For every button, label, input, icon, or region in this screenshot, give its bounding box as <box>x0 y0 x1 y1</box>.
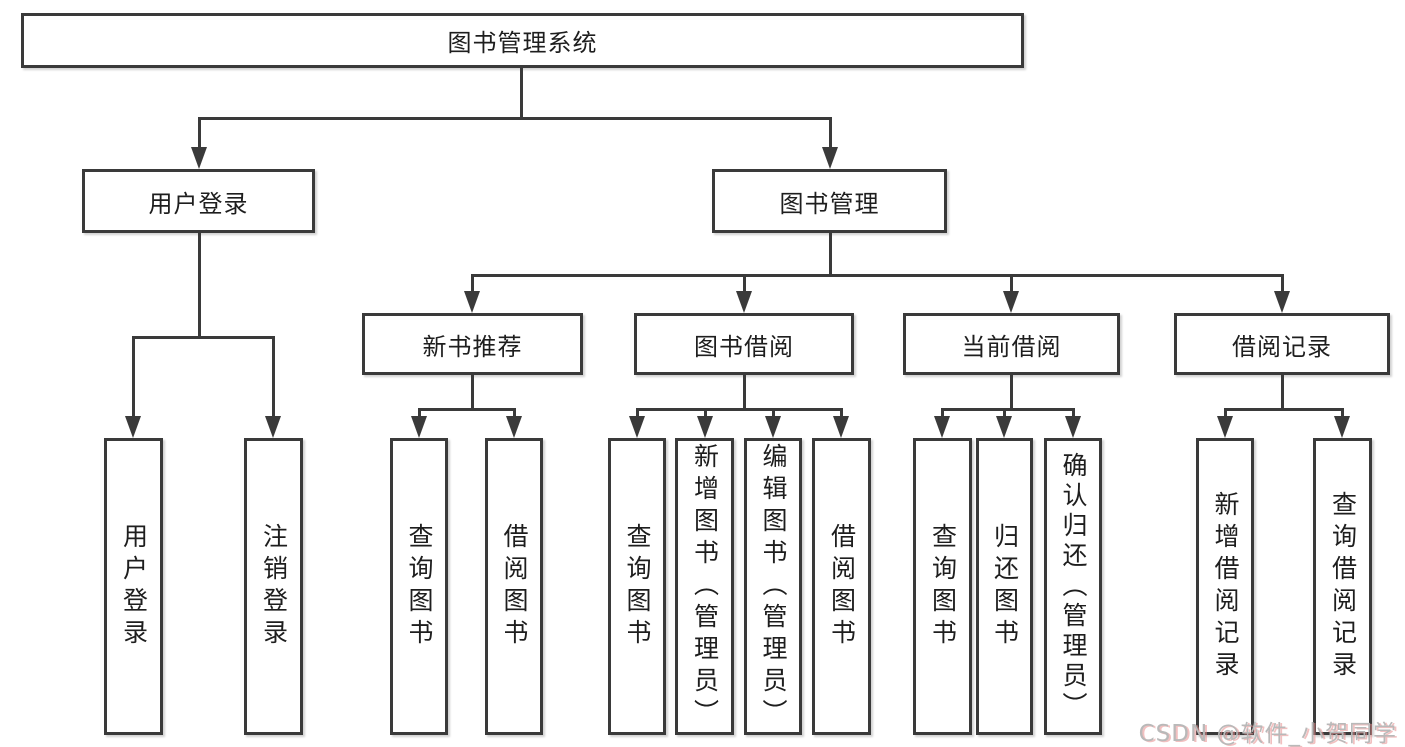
connector-user-login-branch <box>132 336 275 339</box>
connector-arrow-query2-shaft <box>636 408 639 418</box>
leaf-query-book-1: 查询图书 <box>390 438 448 735</box>
node-book-borrow-label: 图书借阅 <box>694 332 794 361</box>
node-root: 图书管理系统 <box>21 13 1024 68</box>
connector-arrow-confirm-return-shaft <box>1072 408 1075 418</box>
node-current-borrow: 当前借阅 <box>903 313 1120 375</box>
arrowhead-add-record-icon <box>1217 416 1233 438</box>
arrowhead-borrow2-icon <box>833 416 849 438</box>
connector-current-borrow-branch <box>941 408 1074 411</box>
connector-arrow-book-mgmt-shaft <box>829 117 832 148</box>
connector-arrow-return-book-shaft <box>1003 408 1006 418</box>
node-borrow-record: 借阅记录 <box>1174 313 1390 375</box>
leaf-query-book-2-label: 查询图书 <box>623 522 652 651</box>
connector-arrow-query3-shaft <box>941 408 944 418</box>
arrowhead-query1-icon <box>411 416 427 438</box>
leaf-edit-book: 编辑图书（管理员） <box>744 438 802 735</box>
connector-arrow-query-record-shaft <box>1341 408 1344 418</box>
leaf-user-login-label: 用户登录 <box>119 522 149 651</box>
arrowhead-add-book-icon <box>697 416 713 438</box>
leaf-borrow-book-2: 借阅图书 <box>812 438 871 735</box>
arrowhead-confirm-return-icon <box>1065 416 1081 438</box>
node-book-mgmt-label: 图书管理 <box>779 189 880 218</box>
arrowhead-book-mgmt-icon <box>822 147 838 169</box>
leaf-add-record-label: 新增借阅记录 <box>1211 490 1240 683</box>
connector-user-login-drop <box>198 233 201 338</box>
leaf-add-book: 新增图书（管理员） <box>675 438 734 735</box>
connector-arrow-new-book-rec-shaft <box>471 274 474 292</box>
leaf-borrow-book-1-label: 借阅图书 <box>500 522 529 651</box>
arrowhead-query2-icon <box>629 416 645 438</box>
node-current-borrow-label: 当前借阅 <box>961 332 1062 361</box>
leaf-return-book-label: 归还图书 <box>990 522 1020 651</box>
connector-arrow-add-book-shaft <box>704 408 707 418</box>
arrowhead-borrow-record-icon <box>1274 291 1290 313</box>
connector-borrow-record-branch <box>1224 408 1343 411</box>
watermark: CSDN @软件_小贺同学 <box>1138 721 1397 747</box>
connector-arrow-leaf-logout-shaft <box>272 336 275 417</box>
connector-book-borrow-branch <box>636 408 843 411</box>
connector-borrow-record-drop <box>1281 375 1284 410</box>
connector-current-borrow-drop <box>1010 375 1013 410</box>
connector-book-borrow-drop <box>743 375 746 410</box>
arrowhead-query3-icon <box>934 416 950 438</box>
leaf-borrow-book-1: 借阅图书 <box>485 438 543 735</box>
connector-arrow-add-record-shaft <box>1224 408 1227 418</box>
arrowhead-user-login-icon <box>191 147 207 169</box>
leaf-return-book: 归还图书 <box>976 438 1033 735</box>
leaf-query-record-label: 查询借阅记录 <box>1328 490 1358 683</box>
arrowhead-new-book-rec-icon <box>464 291 480 313</box>
arrowhead-borrow1-icon <box>506 416 522 438</box>
connector-book-mgmt-branch <box>471 274 1283 277</box>
arrowhead-leaf-logout-icon <box>265 416 281 438</box>
leaf-user-login: 用户登录 <box>104 438 163 735</box>
leaf-query-record: 查询借阅记录 <box>1313 438 1372 735</box>
leaf-confirm-return: 确认归还（管理员） <box>1044 438 1102 735</box>
leaf-add-book-label: 新增图书（管理员） <box>690 442 720 731</box>
node-borrow-record-label: 借阅记录 <box>1232 332 1332 361</box>
leaf-edit-book-label: 编辑图书（管理员） <box>759 442 788 731</box>
arrowhead-book-borrow-icon <box>736 291 752 313</box>
leaf-borrow-book-2-label: 借阅图书 <box>827 522 857 651</box>
connector-new-book-rec-branch <box>418 408 515 411</box>
arrowhead-edit-book-icon <box>765 416 781 438</box>
leaf-query-book-2: 查询图书 <box>608 438 666 735</box>
leaf-add-record: 新增借阅记录 <box>1196 438 1254 735</box>
leaf-query-book-1-label: 查询图书 <box>405 522 434 651</box>
connector-root-branch <box>198 117 832 120</box>
leaf-logout: 注销登录 <box>244 438 303 735</box>
connector-book-mgmt-drop <box>829 233 832 276</box>
connector-new-book-rec-drop <box>471 375 474 410</box>
leaf-query-book-3-label: 查询图书 <box>928 522 958 651</box>
connector-arrow-borrow1-shaft <box>513 408 516 418</box>
node-root-label: 图书管理系统 <box>447 29 598 57</box>
arrowhead-return-book-icon <box>996 416 1012 438</box>
leaf-confirm-return-label: 确认归还（管理员） <box>1059 451 1088 722</box>
node-user-login-label: 用户登录 <box>148 189 249 218</box>
arrowhead-query-record-icon <box>1334 416 1350 438</box>
connector-arrow-query1-shaft <box>418 408 421 418</box>
node-new-book-rec: 新书推荐 <box>362 313 583 375</box>
connector-arrow-edit-book-shaft <box>772 408 775 418</box>
connector-arrow-user-login-shaft <box>198 117 201 148</box>
node-book-borrow: 图书借阅 <box>634 313 854 375</box>
node-new-book-rec-label: 新书推荐 <box>422 332 523 361</box>
node-user-login: 用户登录 <box>82 169 315 233</box>
arrowhead-leaf-user-login-icon <box>125 416 141 438</box>
connector-root-drop <box>520 68 523 119</box>
connector-arrow-book-borrow-shaft <box>743 274 746 292</box>
leaf-query-book-3: 查询图书 <box>913 438 972 735</box>
connector-arrow-leaf-user-login-shaft <box>132 336 135 417</box>
connector-arrow-borrow-record-shaft <box>1281 274 1284 292</box>
leaf-logout-label: 注销登录 <box>259 522 289 651</box>
arrowhead-current-borrow-icon <box>1003 291 1019 313</box>
connector-arrow-borrow2-shaft <box>840 408 843 418</box>
connector-arrow-current-borrow-shaft <box>1010 274 1013 292</box>
node-book-mgmt: 图书管理 <box>712 169 947 233</box>
